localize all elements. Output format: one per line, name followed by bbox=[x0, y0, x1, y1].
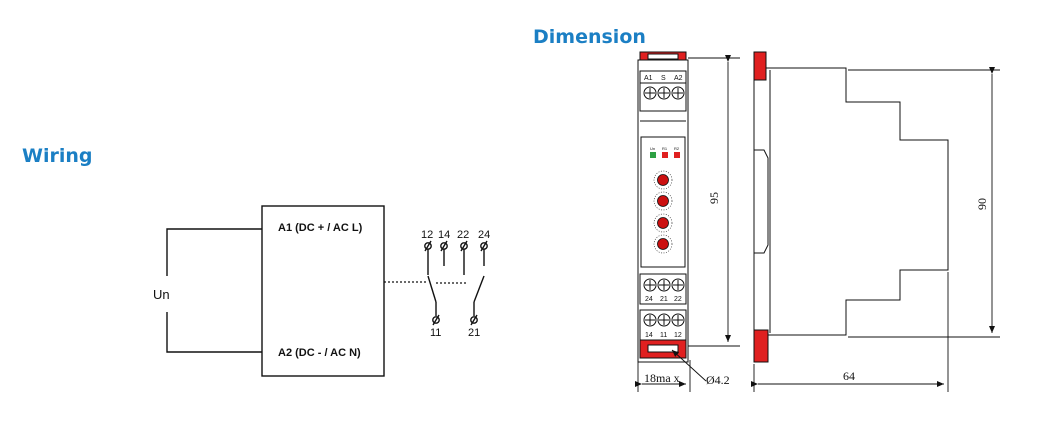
terminal-14-label: 14 bbox=[438, 229, 450, 241]
bottom-terminal-screws bbox=[643, 313, 685, 327]
width-value: 18ma x bbox=[644, 371, 680, 385]
supply-wire-bottom bbox=[166, 312, 262, 353]
contact-14-terminal bbox=[440, 240, 448, 266]
depth-value: 64 bbox=[843, 369, 855, 383]
led-un bbox=[650, 152, 656, 158]
top-terminal-screws bbox=[643, 86, 685, 100]
contact-24-terminal bbox=[480, 240, 488, 266]
terminal-22-label: 22 bbox=[457, 229, 469, 241]
contact-22-terminal bbox=[460, 240, 468, 275]
knob-3 bbox=[653, 213, 673, 233]
wiring-diagram bbox=[166, 205, 488, 377]
front-mid-terminal-22: 22 bbox=[674, 296, 682, 303]
led-r1-label: R1 bbox=[662, 146, 668, 151]
side-dimension-lines bbox=[751, 67, 1000, 392]
front-top-terminal-a2: A2 bbox=[674, 75, 683, 82]
front-view bbox=[637, 51, 689, 363]
a1-label: A1 (DC + / AC L) bbox=[278, 222, 363, 234]
side-height-value: 90 bbox=[975, 198, 989, 210]
contact-12-terminal bbox=[424, 240, 432, 275]
terminal-21-label: 21 bbox=[468, 327, 480, 339]
front-bottom-terminal-11: 11 bbox=[660, 332, 667, 339]
contact-1-blade bbox=[427, 275, 437, 303]
front-bottom-terminal-12: 12 bbox=[674, 332, 682, 339]
contact-11-terminal bbox=[432, 302, 440, 326]
side-view bbox=[753, 51, 949, 363]
contact-2-blade bbox=[473, 275, 485, 303]
front-top-terminal-s: S bbox=[661, 75, 666, 82]
front-mid-terminal-24: 24 bbox=[645, 296, 653, 303]
side-top-clip bbox=[753, 51, 767, 81]
dimension-heading: Dimension bbox=[533, 26, 646, 48]
middle-terminal-screws bbox=[643, 278, 685, 292]
front-top-terminal-a1: A1 bbox=[644, 75, 653, 82]
led-r1 bbox=[662, 152, 668, 158]
supply-label: Un bbox=[153, 287, 170, 302]
side-profile bbox=[753, 58, 949, 361]
front-body bbox=[637, 59, 689, 363]
terminal-11-label: 11 bbox=[430, 327, 441, 339]
front-dimension-lines bbox=[635, 55, 740, 392]
hole-value: Ø4.2 bbox=[706, 373, 730, 387]
front-bottom-terminal-14: 14 bbox=[645, 332, 653, 339]
knob-2 bbox=[653, 191, 673, 211]
knob-4 bbox=[653, 234, 673, 254]
knob-1 bbox=[653, 170, 673, 190]
wiring-heading: Wiring bbox=[22, 145, 93, 167]
terminal-12-label: 12 bbox=[421, 229, 433, 241]
a2-label: A2 (DC - / AC N) bbox=[278, 347, 361, 359]
led-r2 bbox=[674, 152, 680, 158]
adjustment-knobs bbox=[653, 170, 673, 254]
led-un-label: Un bbox=[650, 146, 655, 151]
side-bottom-clip bbox=[753, 329, 769, 363]
supply-wire-top bbox=[166, 228, 262, 276]
front-mid-terminal-21: 21 bbox=[660, 296, 668, 303]
terminal-24-label: 24 bbox=[478, 229, 490, 241]
relay-box bbox=[261, 205, 385, 377]
led-r2-label: R2 bbox=[674, 146, 680, 151]
front-height-value: 95 bbox=[707, 192, 721, 204]
contact-21-terminal bbox=[470, 302, 478, 326]
